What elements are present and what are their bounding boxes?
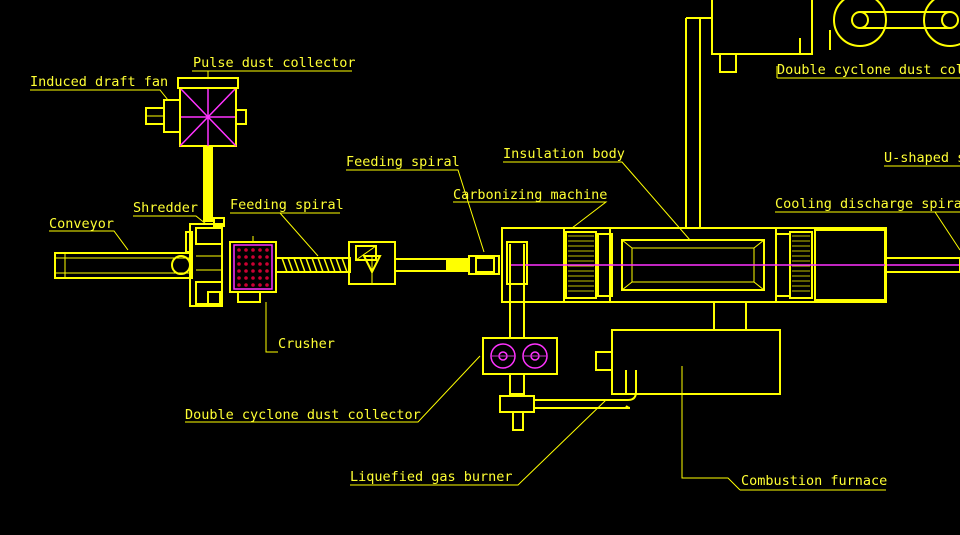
label-feeding-spiral-lower: Feeding spiral (230, 197, 344, 213)
label-carbonizing-machine: Carbonizing machine (453, 187, 607, 203)
label-liquefied-gas-burner: Liquefied gas burner (350, 469, 513, 485)
label-u-shaped: U-shaped s (884, 150, 960, 166)
feed-hopper (348, 241, 396, 285)
label-conveyor: Conveyor (49, 216, 114, 232)
label-combustion-furnace: Combustion furnace (741, 473, 887, 489)
combustion-furnace (595, 329, 781, 395)
cooling-discharge-spiral (885, 257, 960, 273)
induced-draft-fan (145, 99, 181, 133)
carbonizing-machine (501, 227, 960, 303)
label-crusher: Crusher (278, 336, 335, 352)
label-induced-draft-fan: Induced draft fan (30, 74, 168, 90)
double-cyclone-bottom (482, 337, 558, 431)
label-feeding-spiral-upper: Feeding spiral (346, 154, 460, 170)
vertical-duct (203, 146, 213, 222)
label-double-cyclone-bottom: Double cyclone dust collector (185, 407, 421, 423)
conveyor (54, 252, 193, 279)
double-cyclone-top (711, 0, 960, 73)
burner-pipe (534, 370, 637, 409)
label-shredder: Shredder (133, 200, 198, 216)
label-insulation-body: Insulation body (503, 146, 625, 162)
label-double-cyclone-top: Double cyclone dust col (777, 62, 960, 78)
feeding-spiral-2 (394, 255, 500, 275)
pulse-dust-collector (177, 77, 247, 147)
flue-ducts (509, 17, 747, 338)
labels: Induced draft fan Pulse dust collector F… (30, 55, 960, 489)
feeding-spiral-1 (275, 257, 351, 273)
crusher (229, 236, 277, 303)
label-pulse-dust-collector: Pulse dust collector (193, 55, 356, 71)
leader-lines (30, 66, 960, 491)
label-cooling-discharge-spiral: Cooling discharge spira (775, 196, 960, 212)
